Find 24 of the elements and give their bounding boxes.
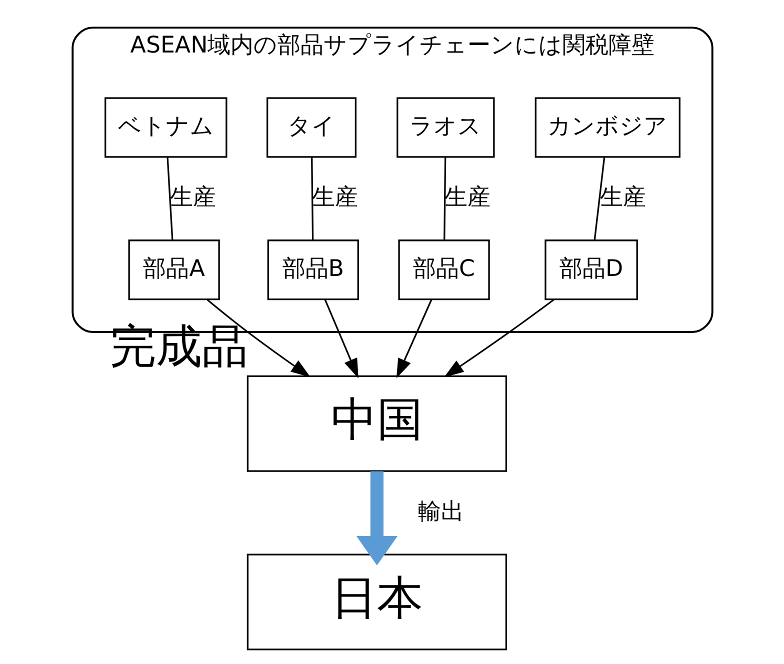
node-box: 部品D (544, 240, 638, 300)
node-box: 部品A (128, 240, 220, 300)
connector (593, 157, 605, 240)
connector (166, 157, 173, 240)
node-box: タイ (266, 97, 356, 158)
node-box: ベトナム (104, 97, 227, 158)
arrow (356, 471, 398, 566)
node-box: カンボジア (534, 97, 680, 158)
connector (443, 157, 446, 240)
edge-label: 生産 (312, 184, 358, 211)
edge-label: 生産 (444, 184, 490, 211)
edge-label: 生産 (169, 184, 216, 211)
arrow (396, 299, 432, 378)
node-box: 日本 (246, 554, 507, 650)
node-box: 部品B (266, 240, 358, 300)
edge-label: 生産 (600, 184, 646, 211)
arrow (444, 298, 554, 378)
connector (310, 157, 314, 240)
arrow (324, 299, 358, 378)
node-box: ラオス (396, 97, 494, 158)
node-box: 部品C (398, 240, 490, 300)
node-box: 中国 (246, 375, 507, 472)
edge-label: 輸出 (417, 498, 464, 525)
arrow (206, 299, 310, 378)
